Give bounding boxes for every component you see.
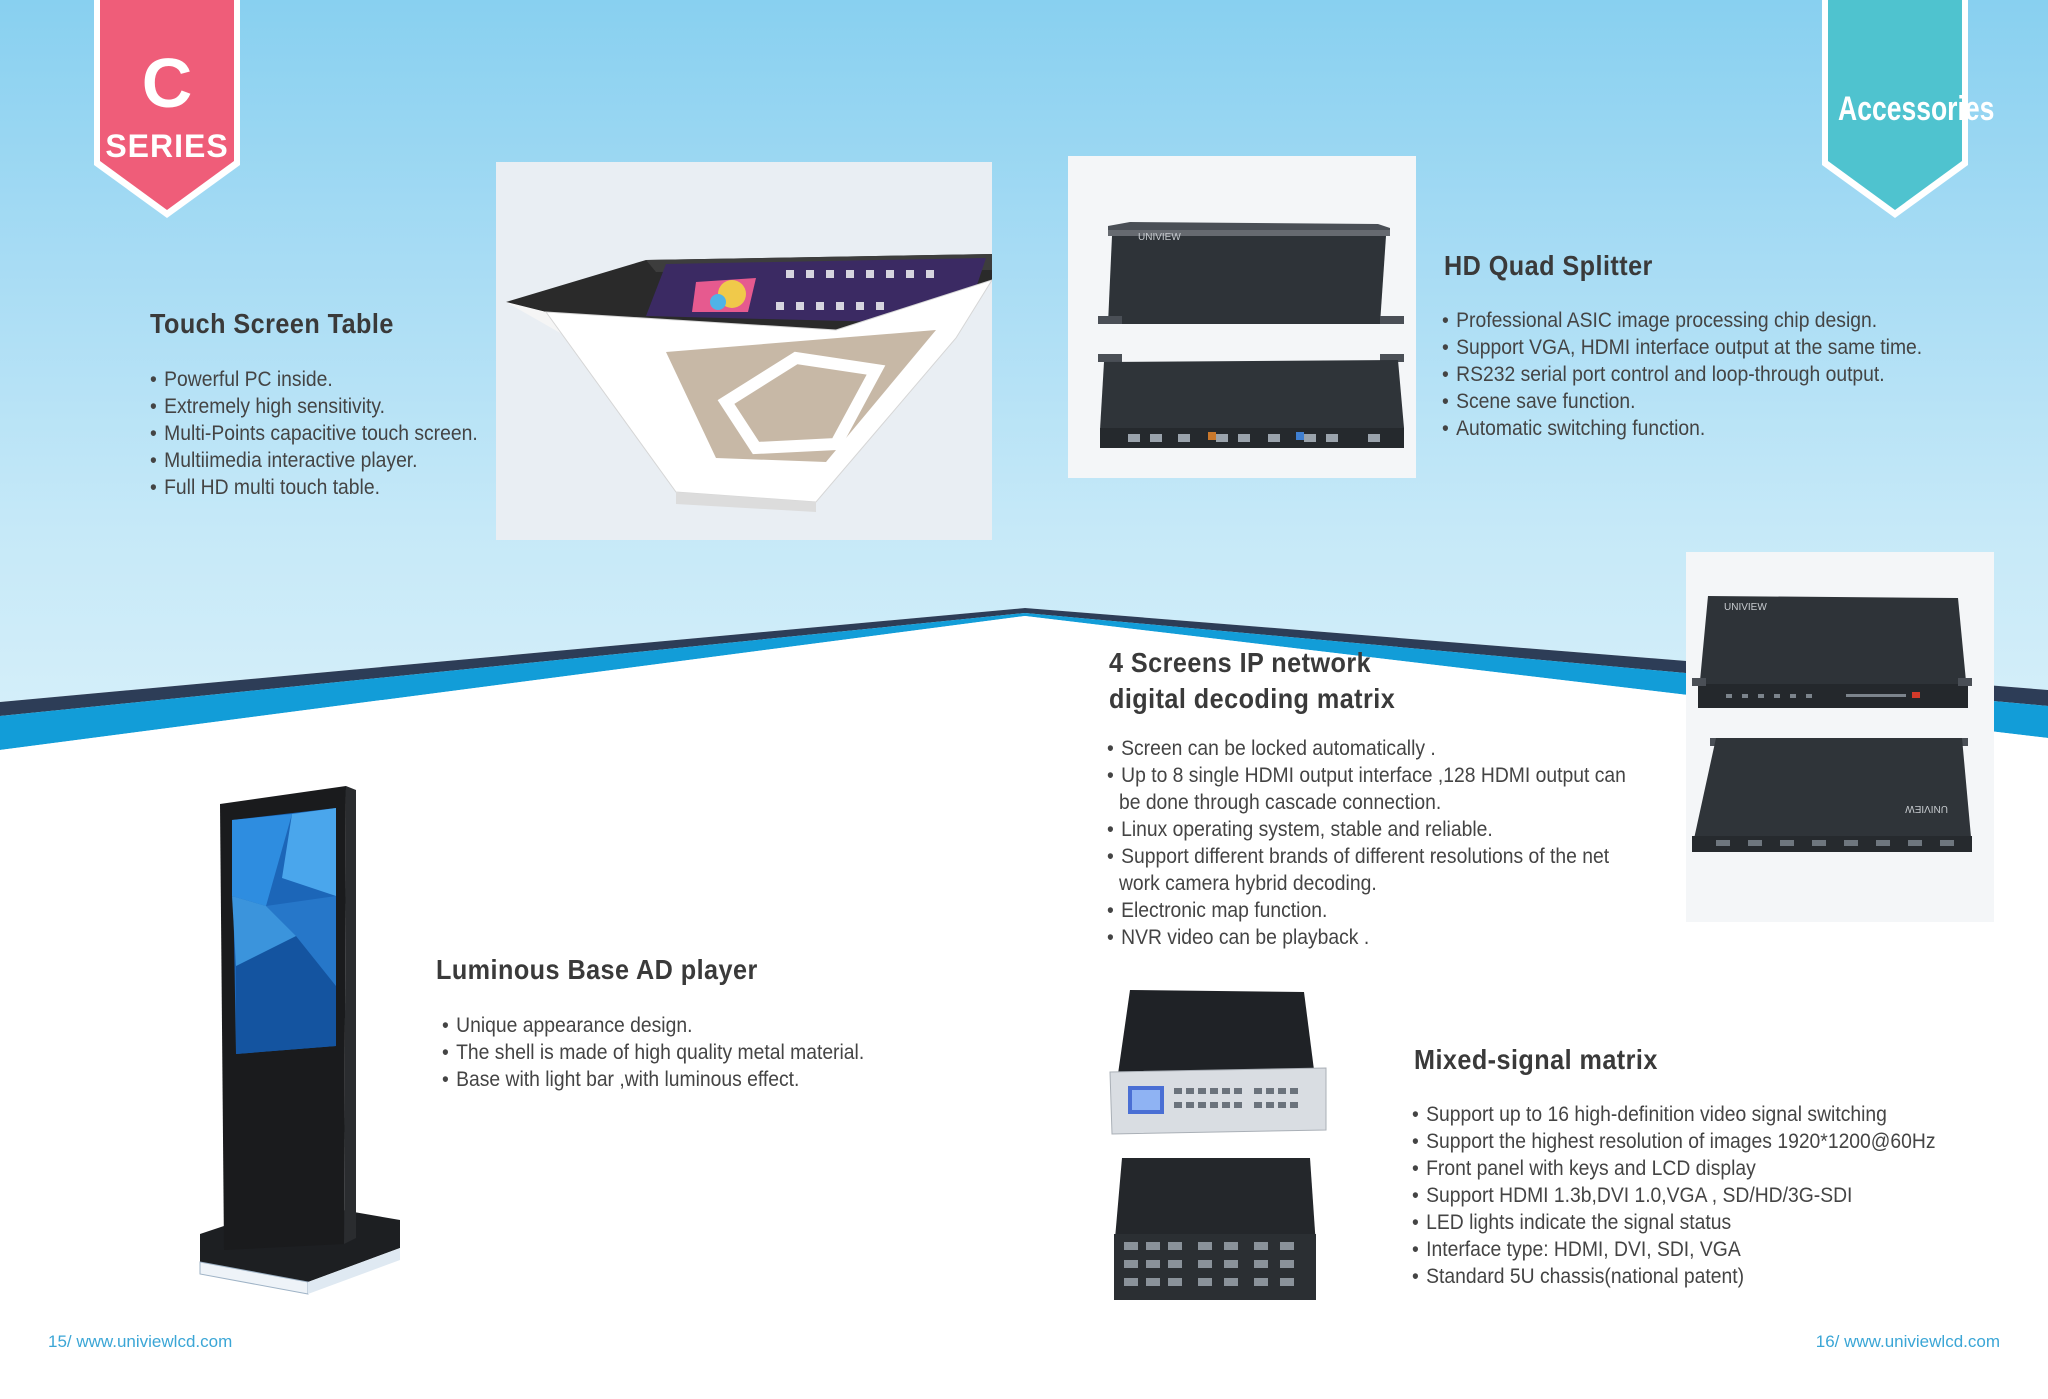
feature-item: Professional ASIC image processing chip … (1442, 307, 1922, 334)
decoding-matrix-image: UNIVIEW UNIVIEW (1686, 552, 1994, 922)
feature-item: Scene save function. (1442, 388, 1922, 415)
series-label: SERIES (105, 128, 229, 164)
feature-item: Full HD multi touch table. (150, 474, 478, 501)
svg-text:UNIVIEW: UNIVIEW (1724, 602, 1767, 613)
svg-text:UNIVIEW: UNIVIEW (1905, 803, 1948, 814)
feature-item: Screen can be locked automatically . (1107, 735, 1626, 762)
series-ribbon: C SERIES (94, 0, 240, 218)
feature-item: Front panel with keys and LCD display (1412, 1155, 1936, 1182)
feature-item: Support HDMI 1.3b,DVI 1.0,VGA , SD/HD/3G… (1412, 1182, 1936, 1209)
feature-item: Support up to 16 high-definition video s… (1412, 1101, 1936, 1128)
feature-item: Support different brands of different re… (1107, 843, 1626, 870)
feature-item: The shell is made of high quality metal … (442, 1039, 864, 1066)
quad-splitter-image: UNIVIEW (1068, 156, 1416, 478)
feature-item-continued: work camera hybrid decoding. (1118, 872, 1377, 895)
feature-item: Base with light bar ,with luminous effec… (442, 1066, 864, 1093)
feature-item: Multiimedia interactive player. (150, 447, 478, 474)
feature-item: Electronic map function. (1107, 897, 1626, 924)
accessories-ribbon: Accessories (1822, 0, 1995, 218)
feature-item: Standard 5U chassis(national patent) (1412, 1263, 1936, 1290)
mixed-signal-features: Support up to 16 high-definition video s… (1412, 1101, 1936, 1290)
feature-item: Multi-Points capacitive touch screen. (150, 420, 478, 447)
feature-item: Support the highest resolution of images… (1412, 1128, 1935, 1155)
ad-player-image (199, 786, 400, 1295)
footer-right: 16/ www.univiewlcd.com (1815, 1332, 2000, 1351)
accessories-label: Accessories (1838, 90, 1995, 128)
ad-player-features: Unique appearance design. The shell is m… (442, 1012, 864, 1093)
touch-table-features: Powerful PC inside. Extremely high sensi… (150, 366, 478, 501)
decoding-matrix-features: Screen can be locked automatically . Up … (1107, 735, 1626, 951)
ad-player-title: Luminous Base AD player (436, 954, 758, 985)
touch-table-image (496, 162, 992, 540)
series-letter: C (141, 44, 193, 122)
feature-item: Extremely high sensitivity. (150, 393, 478, 420)
feature-item: Automatic switching function. (1442, 415, 1922, 442)
feature-item: Support VGA, HDMI interface output at th… (1442, 334, 1922, 361)
feature-item: Linux operating system, stable and relia… (1107, 816, 1626, 843)
feature-item: LED lights indicate the signal status (1412, 1209, 1936, 1236)
feature-item: Unique appearance design. (442, 1012, 864, 1039)
touch-table-title: Touch Screen Table (150, 308, 394, 339)
mixed-signal-matrix-image (1104, 984, 1330, 1316)
quad-splitter-title: HD Quad Splitter (1444, 250, 1653, 281)
svg-text:UNIVIEW: UNIVIEW (1138, 232, 1181, 243)
feature-item: Up to 8 single HDMI output interface ,12… (1107, 762, 1626, 789)
feature-item: Interface type: HDMI, DVI, SDI, VGA (1412, 1236, 1936, 1263)
quad-splitter-features: Professional ASIC image processing chip … (1442, 307, 1922, 442)
feature-item: RS232 serial port control and loop-throu… (1442, 361, 1922, 388)
feature-item: Powerful PC inside. (150, 366, 478, 393)
feature-item-continued: be done through cascade connection. (1118, 791, 1442, 814)
decoding-matrix-title-line2: digital decoding matrix (1109, 683, 1396, 714)
footer-left: 15/ www.univiewlcd.com (48, 1332, 233, 1351)
decoding-matrix-title-line1: 4 Screens IP network (1109, 647, 1372, 678)
mixed-signal-title: Mixed-signal matrix (1414, 1044, 1658, 1075)
feature-item: NVR video can be playback . (1107, 924, 1626, 951)
